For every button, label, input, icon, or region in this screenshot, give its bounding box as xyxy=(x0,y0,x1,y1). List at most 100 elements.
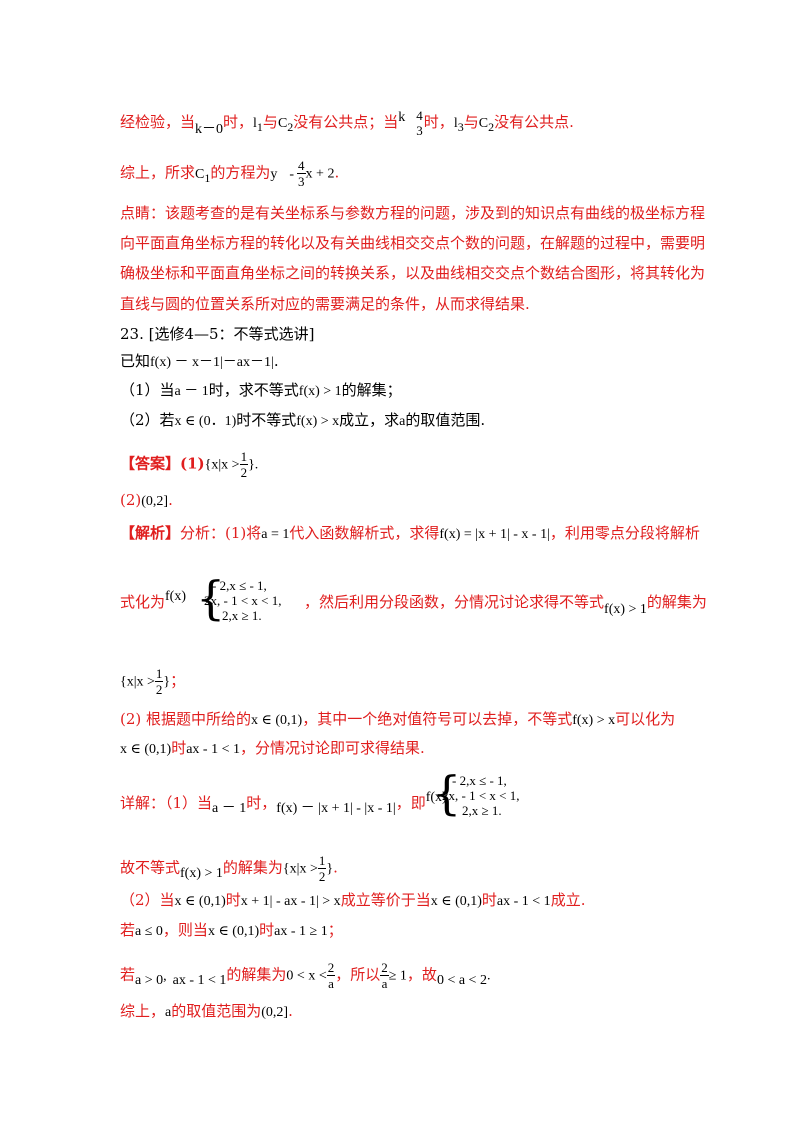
math-a-le-0: a ≤ 0 xyxy=(135,924,163,939)
analysis-line-1: 【解析】分析：(1)将a = 1代入函数解析式，求得f(x) = |x + 1|… xyxy=(120,522,700,546)
text: 成立等价于当 xyxy=(340,891,431,909)
math-k-eq-0: k－0 xyxy=(195,122,224,137)
text: 故不等式 xyxy=(120,858,181,877)
text: ，分情况讨论即可求得结果. xyxy=(239,739,425,757)
text: 经检验，当 xyxy=(120,113,196,131)
text: 的解集为 xyxy=(226,965,287,984)
piecewise-brace: { xyxy=(196,571,226,625)
denominator: 3 xyxy=(416,123,423,138)
math-x-in-interval: x ∈ (0,1) xyxy=(174,894,226,909)
text: 与 xyxy=(463,113,479,131)
detail-line-1: 详解：（1）当a － 1时，f(x) － |x + 1| - |x - 1|，即… xyxy=(120,790,700,816)
math-fx-gt-1: f(x) > 1 xyxy=(298,384,342,399)
case-2: 2x, - 1 < x < 1, xyxy=(442,788,520,803)
text: . xyxy=(333,858,338,877)
text: (2) 根据题中所给的 xyxy=(120,710,252,728)
text: 的取值范围. xyxy=(405,411,486,429)
text: 时，求不等式 xyxy=(208,381,299,399)
piecewise-cases: - 2,x ≤ - 1, 2x, - 1 < x < 1, 2,x ≥ 1. xyxy=(204,578,282,623)
denominator: 3 xyxy=(298,174,305,189)
text: 的解集为 xyxy=(646,593,707,611)
text: 可以化为 xyxy=(615,710,676,728)
question-part-1: （1）当a － 1时，求不等式f(x) > 1的解集； xyxy=(120,379,700,403)
math-ax-minus-1: ax - 1 < 1 xyxy=(172,972,227,988)
math-set-end: } xyxy=(163,674,171,690)
detail-line-6: 综上，a的取值范围为(0,2]. xyxy=(120,1000,700,1024)
note-line-3: 确极坐标和平面直角坐标之间的转换关系，以及曲线相交交点个数结合图形，将其转化为 xyxy=(120,264,706,282)
math-c: C xyxy=(277,116,288,131)
math-sub: 2 xyxy=(287,119,294,134)
text: 时不等式 xyxy=(236,411,297,429)
numerator: 4 xyxy=(416,108,423,123)
answer-label: 【答案】 xyxy=(120,454,181,473)
case-3: 2,x ≥ 1. xyxy=(222,608,262,623)
text: ； xyxy=(327,921,343,939)
text: 综上，所求 xyxy=(120,163,196,182)
text: 时 xyxy=(481,891,497,909)
text: (2) xyxy=(120,491,142,509)
text: ，即 xyxy=(395,794,426,812)
text: 没有公共点；当 xyxy=(293,113,399,131)
note-line-2: 向平面直角坐标方程的转化以及有关曲线相交交点个数的问题，在解题的过程中，需要明 xyxy=(120,234,706,252)
denominator: 2 xyxy=(240,465,248,480)
math-l3: l3 xyxy=(454,116,464,134)
math-c2: C2 xyxy=(277,116,294,134)
math-x-in-interval: x ∈ (0,1) xyxy=(430,894,482,909)
math-ge-1: ≥ 1 xyxy=(388,968,407,984)
math-a-eq-1: a = 1 xyxy=(261,527,290,542)
text: 时， xyxy=(246,794,277,812)
math-y: y xyxy=(270,166,278,182)
note-line-4: 直线与圆的位置关系所对应的需要满足的条件，从而求得结果. xyxy=(120,295,530,313)
math-a-range: 0 < a < 2 xyxy=(436,972,487,988)
math-fx-gt-x: f(x) > x xyxy=(296,414,340,429)
text: （1）当 xyxy=(120,381,175,399)
text: 的解集为 xyxy=(222,858,283,877)
text: （2）当 xyxy=(120,891,175,909)
math-inequality: 0 < x < xyxy=(286,968,327,984)
math-a-gt-0: a > 0 xyxy=(135,972,164,988)
text: 分析：(1)将 xyxy=(180,524,262,542)
case-3: 2,x ≥ 1. xyxy=(462,803,502,818)
detail-line-3: （2）当x ∈ (0,1)时x + 1| - ax - 1| > x成立等价于当… xyxy=(120,889,700,913)
text: 综上， xyxy=(120,1002,166,1020)
numerator: 2 xyxy=(380,960,389,976)
denominator: a xyxy=(328,976,334,991)
math-ax-minus-1-ge-1: ax - 1 ≥ 1 xyxy=(274,924,328,939)
numerator: 1 xyxy=(154,666,164,682)
math-sub: 2 xyxy=(488,119,495,134)
math-fx-gt-1: f(x) > 1 xyxy=(604,602,647,617)
math-fx-definition: f(x) － x－1|－ax－1| xyxy=(150,355,274,370)
text: ； xyxy=(170,671,186,690)
text: ，然后利用分段函数，分情况讨论求得不等式 xyxy=(304,593,605,611)
text: 的方程为 xyxy=(210,163,271,182)
text: 没有公共点. xyxy=(494,113,574,131)
math-sub: 1 xyxy=(204,170,211,185)
denominator: 2 xyxy=(318,869,326,884)
math-a-eq-1: a － 1 xyxy=(174,384,209,399)
text: 已知 xyxy=(120,352,151,370)
numerator: 1 xyxy=(317,853,327,869)
text: （2）若 xyxy=(120,411,175,429)
analysis-line-2: 式化为f(x)，然后利用分段函数，分情况讨论求得不等式f(x) > 1的解集为 xyxy=(120,589,707,617)
analysis-line-5: x ∈ (0,1)时ax - 1 < 1，分情况讨论即可求得结果. xyxy=(120,737,700,761)
case-1: - 2,x ≤ - 1, xyxy=(452,773,507,788)
text: 详解：（1）当 xyxy=(120,794,213,812)
math-minus: - xyxy=(289,166,295,182)
text: 时， xyxy=(423,113,454,131)
math-a: a xyxy=(165,1005,172,1020)
numerator: 2 xyxy=(326,960,336,976)
analysis-label: 【解析】 xyxy=(120,524,181,542)
math-set-end: }. xyxy=(248,457,259,473)
math-set-end: } xyxy=(326,861,334,877)
